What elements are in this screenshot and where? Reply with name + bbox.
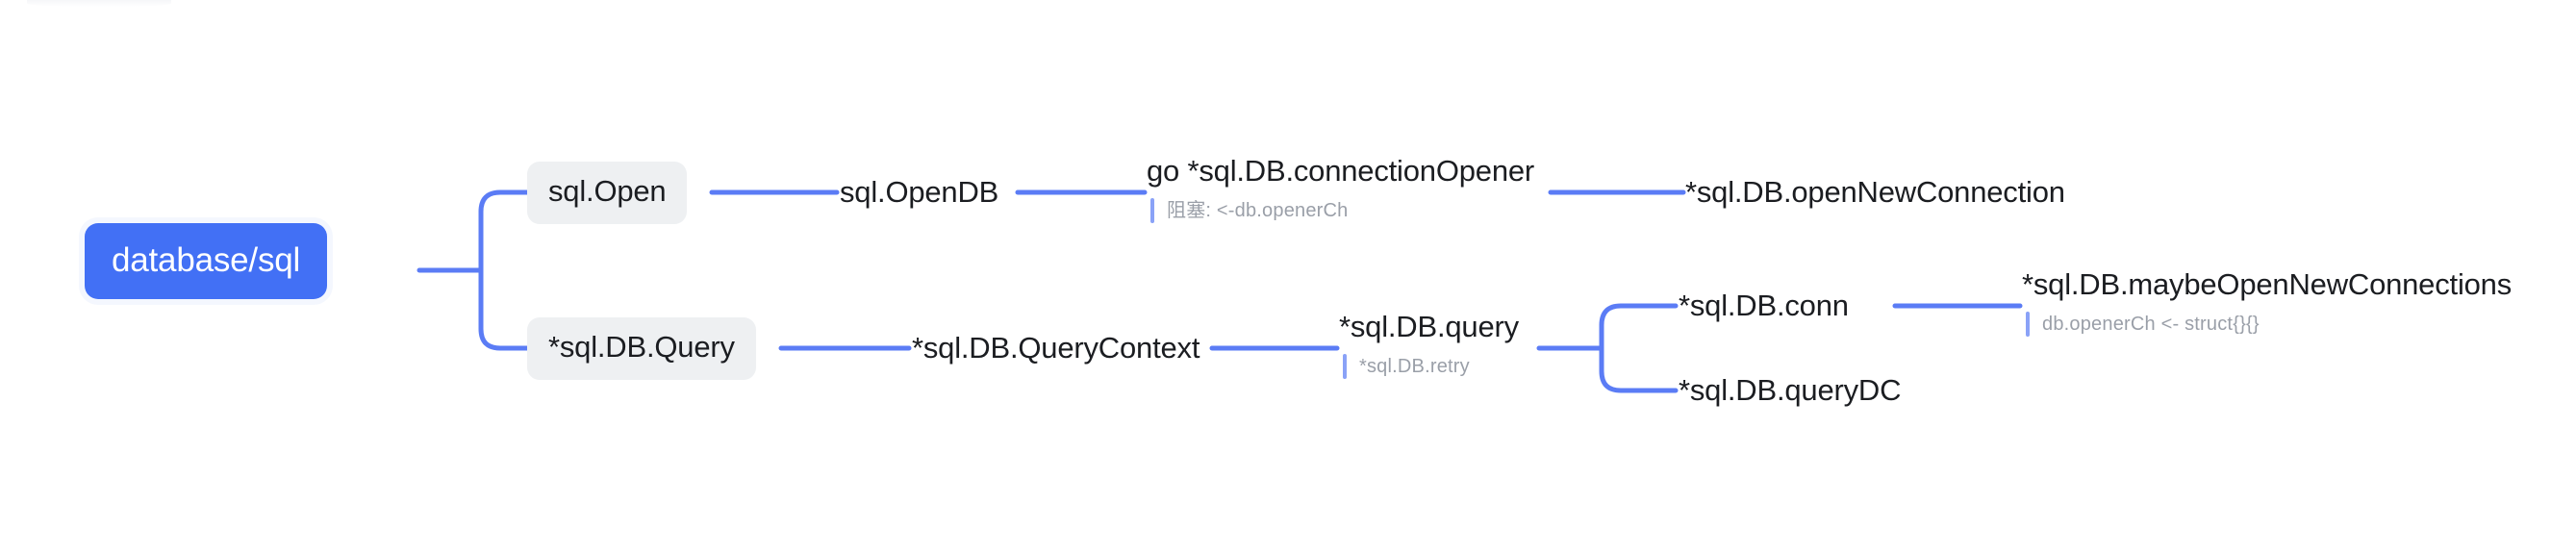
node-connection-opener[interactable]: go *sql.DB.connectionOpener 阻塞: <-db.ope… [1147,154,1534,223]
node-sql-db-query-entry-label: *sql.DB.Query [548,330,735,364]
node-sql-opendb[interactable]: sql.OpenDB [840,175,998,211]
node-db-querydc-label: *sql.DB.queryDC [1679,373,1902,407]
node-sql-opendb-label: sql.OpenDB [840,175,999,209]
node-maybe-open-new-connections-note: db.openerCh <- struct{}{} [2022,311,2512,337]
node-open-new-connection[interactable]: *sql.DB.openNewConnection [1685,175,2065,211]
node-root-label: database/sql [112,241,301,279]
note-accent-bar [2026,311,2030,337]
node-connection-opener-note: 阻塞: <-db.openerCh [1147,197,1534,223]
note-text: *sql.DB.retry [1359,355,1470,377]
node-query-context-label: *sql.DB.QueryContext [912,331,1200,365]
edge-query-to-querydc [1599,345,1679,393]
node-sql-open[interactable]: sql.Open [527,162,688,224]
node-db-querydc[interactable]: *sql.DB.queryDC [1679,373,1902,409]
node-open-new-connection-label: *sql.DB.openNewConnection [1685,175,2065,209]
note-accent-bar [1150,197,1154,223]
node-db-query-internal-note: *sql.DB.retry [1339,353,1519,379]
node-maybe-open-new-connections-label: *sql.DB.maybeOpenNewConnections [2022,267,2513,301]
node-db-conn[interactable]: *sql.DB.conn [1679,289,1849,324]
edge-query-to-conn [1599,303,1679,351]
note-text: db.openerCh <- struct{}{} [2042,313,2260,335]
note-accent-bar [1343,353,1347,379]
node-sql-db-query-entry[interactable]: *sql.DB.Query [527,317,756,380]
note-text: 阻塞: <-db.openerCh [1167,199,1349,221]
node-db-conn-label: *sql.DB.conn [1679,289,1849,322]
node-connection-opener-label: go *sql.DB.connectionOpener [1147,154,1535,188]
top-edge-artifact [27,0,171,7]
node-db-query-internal-label: *sql.DB.query [1339,310,1519,343]
node-db-query-internal[interactable]: *sql.DB.query *sql.DB.retry [1339,310,1519,379]
edge-root-to-open [478,189,530,273]
edge-root-to-dbquery [478,267,530,351]
node-root-database-sql[interactable]: database/sql [85,223,328,300]
node-maybe-open-new-connections[interactable]: *sql.DB.maybeOpenNewConnections db.opene… [2022,267,2512,337]
node-sql-open-label: sql.Open [548,174,667,208]
node-query-context[interactable]: *sql.DB.QueryContext [912,331,1200,366]
